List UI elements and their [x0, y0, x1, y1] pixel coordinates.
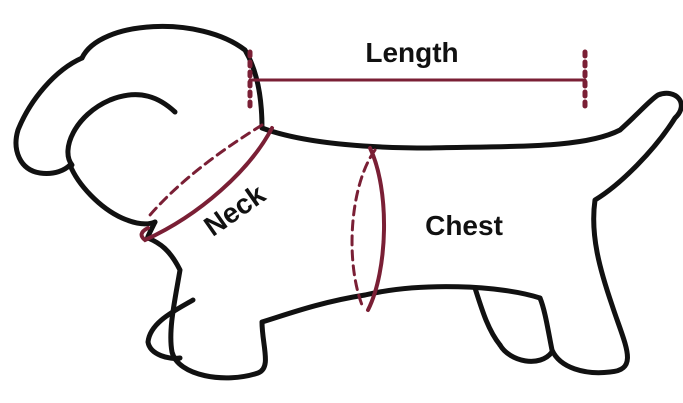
neck-label: Neck: [198, 178, 271, 242]
chest-measure: [352, 148, 384, 310]
dog-head-ear: [16, 58, 155, 224]
dog-back-paw: [500, 345, 552, 361]
chest-dashed-back: [352, 150, 375, 305]
dog-back-leg-inner: [475, 288, 500, 345]
length-label: Length: [365, 37, 458, 68]
dog-ear-inner: [68, 95, 175, 165]
chest-label: Chest: [425, 210, 503, 241]
chest-solid-front: [368, 148, 384, 310]
